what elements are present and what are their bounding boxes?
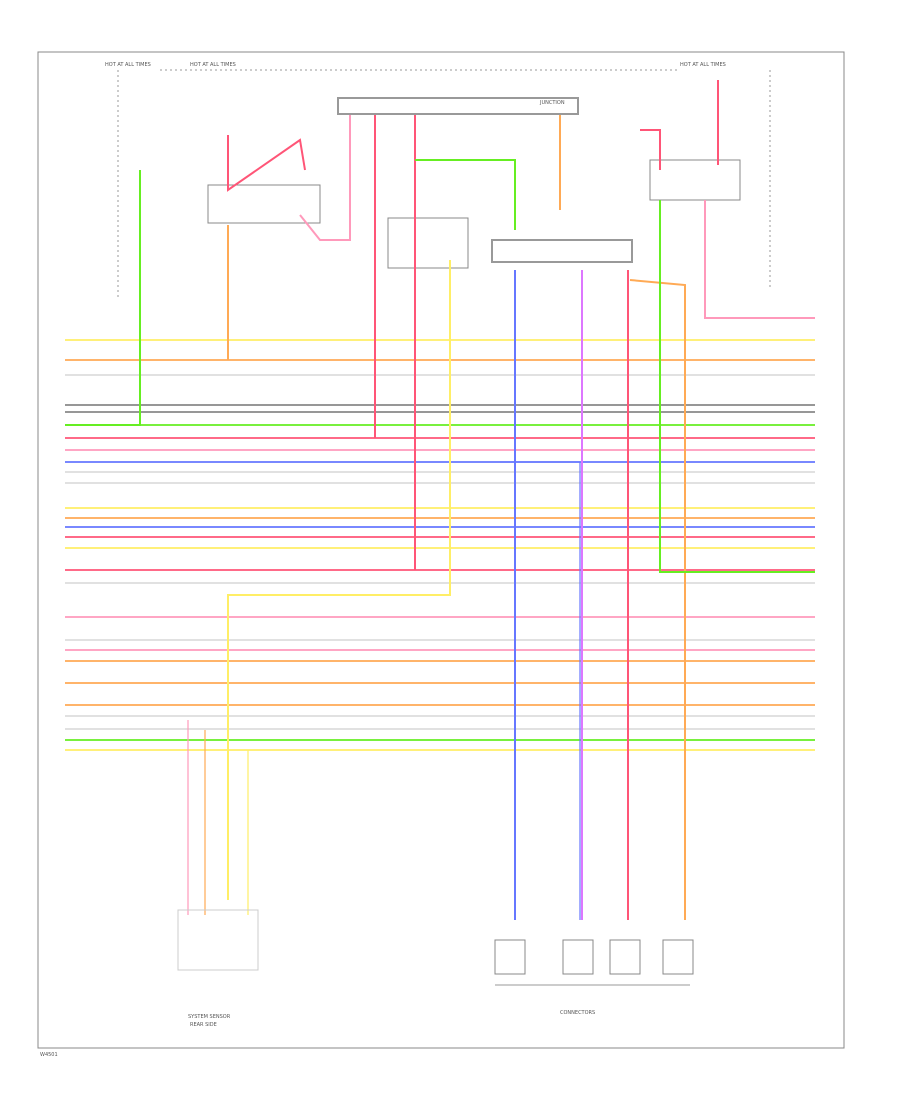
module-center <box>387 217 469 269</box>
label-bottom-left-2: REAR SIDE <box>190 1022 217 1028</box>
relay-left <box>207 184 321 224</box>
wire-pink-far <box>704 200 815 319</box>
module-center-right <box>491 239 633 263</box>
connector-c <box>609 939 641 975</box>
label-bottom-right: CONNECTORS <box>560 1010 595 1016</box>
label-junction: JUNCTION <box>539 100 565 106</box>
junction-box-top <box>337 97 579 115</box>
connector-a <box>494 939 526 975</box>
connector-b <box>562 939 594 975</box>
label-top-right: HOT AT ALL TIMES <box>680 62 726 68</box>
wire-yellow-center <box>227 260 451 900</box>
connector-left <box>177 909 259 971</box>
wire-green-right <box>659 200 815 573</box>
wire-red-far <box>640 129 661 170</box>
wire-orange-right <box>629 279 686 920</box>
connector-d <box>662 939 694 975</box>
label-footer: W4501 <box>40 1052 58 1058</box>
label-top-left-a: HOT AT ALL TIMES <box>105 62 151 68</box>
wire-green-left <box>65 170 141 426</box>
relay-right <box>649 159 741 201</box>
wire-layer <box>65 80 815 920</box>
wire-green-top <box>415 159 516 230</box>
label-bottom-left: SYSTEM SENSOR <box>188 1014 231 1020</box>
wire-pink-relay <box>299 115 351 241</box>
wire-red-relay <box>227 135 306 192</box>
diagram-border <box>37 51 845 1049</box>
label-top-left-b: HOT AT ALL TIMES <box>190 62 236 68</box>
wire-blue-route <box>500 461 581 920</box>
